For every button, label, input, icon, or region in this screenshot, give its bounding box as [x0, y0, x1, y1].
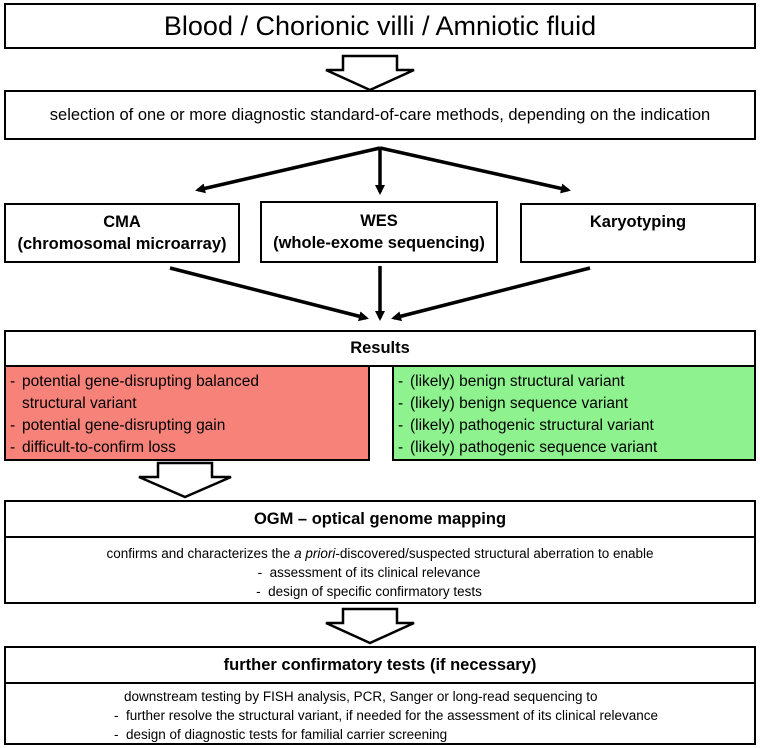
further-tests-title: further confirmatory tests (if necessary…	[223, 655, 537, 674]
sample-source-box: Blood / Chorionic villi / Amniotic fluid	[4, 3, 756, 49]
ogm-intro-italic: a priori	[294, 546, 336, 561]
arrow-to-cma	[195, 146, 381, 194]
hollow-down-arrow-3	[325, 607, 415, 645]
wes-label: WES	[360, 212, 398, 230]
ogm-header: OGM – optical genome mapping	[4, 500, 756, 538]
results-header: Results	[4, 330, 756, 367]
further-item-text: design of diagnostic tests for familial …	[126, 727, 448, 742]
ogm-item-text: assessment of its clinical relevance	[269, 565, 481, 580]
wes-sublabel: (whole-exome sequencing)	[273, 234, 485, 252]
green-result-item: (likely) benign structural variant	[394, 371, 754, 393]
further-item-text: further resolve the structural variant, …	[126, 708, 659, 723]
arrow-cma-to-results	[169, 266, 369, 322]
further-item: - design of diagnostic tests for familia…	[114, 727, 448, 742]
ogm-item: - design of specific confirmatory tests	[256, 584, 482, 599]
further-item: - further resolve the structural variant…	[114, 708, 659, 723]
ogm-intro-text-end: -discovered/suspected structural aberrat…	[335, 546, 654, 561]
ogm-item-text: design of specific confirmatory tests	[268, 584, 482, 599]
green-result-item: (likely) benign sequence variant	[394, 393, 754, 415]
further-intro: downstream testing by FISH analysis, PCR…	[124, 689, 598, 704]
further-tests-body: downstream testing by FISH analysis, PCR…	[4, 682, 756, 745]
ogm-body: confirms and characterizes the a priori-…	[4, 536, 756, 604]
cma-sublabel: (chromosomal microarray)	[17, 235, 227, 253]
karyotyping-box: Karyotyping	[520, 203, 756, 263]
results-green-panel: (likely) benign structural variant (like…	[392, 365, 756, 461]
selection-text: selection of one or more diagnostic stan…	[49, 105, 711, 124]
red-result-item: potential gene-disrupting balanced	[6, 371, 368, 393]
green-result-item: (likely) pathogenic structural variant	[394, 415, 754, 437]
ogm-item: - assessment of its clinical relevance	[257, 565, 481, 580]
green-results-list: (likely) benign structural variant (like…	[394, 371, 754, 459]
red-result-item: difficult-to-confirm loss	[6, 437, 368, 459]
ogm-intro-text: confirms and characterizes the	[106, 546, 295, 561]
sample-source-title: Blood / Chorionic villi / Amniotic fluid	[163, 10, 597, 41]
red-results-list: potential gene-disrupting balanced struc…	[6, 371, 368, 459]
green-result-item: (likely) pathogenic sequence variant	[394, 437, 754, 459]
selection-box: selection of one or more diagnostic stan…	[4, 90, 756, 140]
karyotyping-label: Karyotyping	[589, 213, 687, 231]
red-result-item: potential gene-disrupting gain	[6, 415, 368, 437]
results-title: Results	[350, 339, 410, 357]
results-red-panel: potential gene-disrupting balanced struc…	[4, 365, 370, 461]
hollow-down-arrow-2	[138, 461, 232, 499]
ogm-intro: confirms and characterizes the a priori-…	[6, 544, 754, 563]
red-result-item-continuation: structural variant	[22, 395, 137, 412]
further-tests-header: further confirmatory tests (if necessary…	[4, 646, 756, 684]
cma-box: CMA (chromosomal microarray)	[4, 203, 240, 263]
hollow-down-arrow-1	[325, 54, 415, 92]
cma-label: CMA	[103, 213, 141, 231]
ogm-title: OGM – optical genome mapping	[253, 509, 507, 528]
arrow-karyo-to-results	[391, 266, 591, 322]
wes-box: WES (whole-exome sequencing)	[260, 201, 498, 263]
arrow-to-karyo	[379, 146, 571, 194]
